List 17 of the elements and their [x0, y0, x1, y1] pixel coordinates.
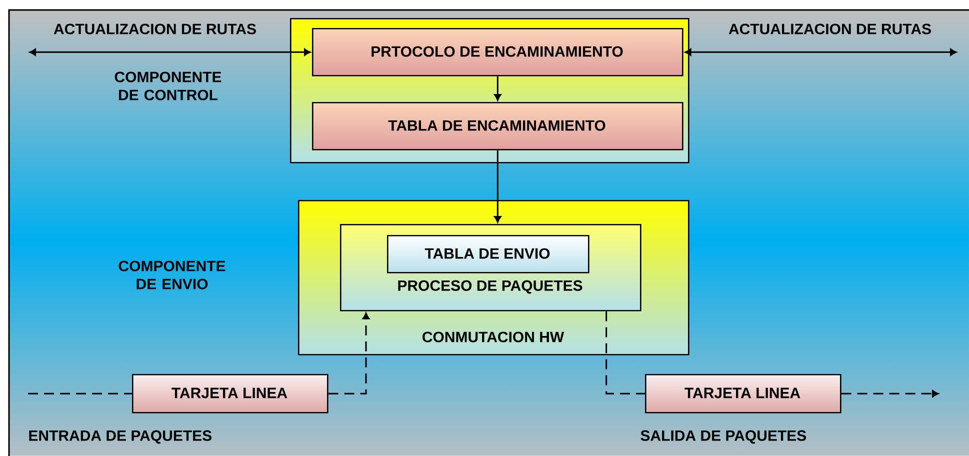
- line-card-box: TARJETA LINEA: [132, 374, 328, 414]
- process-box: TABLA DE ENCAMINAMIENTO: [312, 102, 684, 150]
- side-label: SALIDA DE PAQUETES: [640, 430, 806, 444]
- edge-label: ACTUALIZACION DE RUTAS: [54, 24, 256, 34]
- arrow: [328, 312, 370, 394]
- side-label: ENTRADA DE PAQUETES: [29, 430, 212, 444]
- arrow: [841, 390, 939, 398]
- edge-label: ACTUALIZACION DE RUTAS: [728, 24, 931, 34]
- arrow: [684, 48, 957, 56]
- line-card-box: TARJETA LINEA: [645, 374, 842, 414]
- section-label: COMPONENTE DE ENVIO: [118, 260, 226, 290]
- arrow: [494, 150, 502, 223]
- arrow: [29, 48, 311, 56]
- section-label: COMPONENTE DE CONTROL: [114, 72, 222, 100]
- arrow: [494, 76, 502, 101]
- table-box: TABLA DE ENVIO: [387, 235, 590, 274]
- process-box: PRTOCOLO DE ENCAMINAMIENTO: [312, 28, 684, 76]
